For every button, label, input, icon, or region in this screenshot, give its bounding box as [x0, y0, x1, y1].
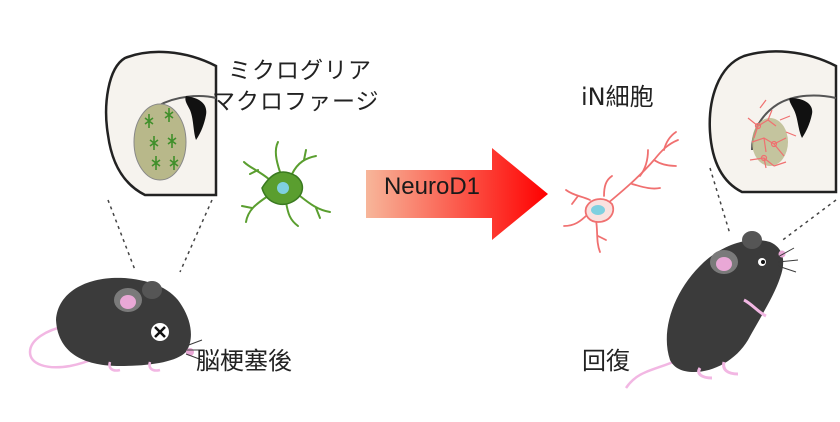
- label-after-infarct: 脳梗塞後: [196, 347, 292, 375]
- brain-section-left: [104, 50, 218, 273]
- mouse-right-body: [666, 240, 784, 372]
- mouse-right-foot: [697, 361, 739, 380]
- mouse-left-paw: [108, 361, 161, 372]
- microglia-cell: [241, 141, 331, 227]
- in-neuron-nucleus: [591, 205, 605, 215]
- zoom-line-left-2: [179, 199, 213, 273]
- microglia-nucleus: [277, 182, 289, 194]
- arrow-label-neurod1: NeuroD1: [383, 173, 481, 200]
- neurod1-arrow: [366, 148, 548, 240]
- mouse-right-eye-pupil: [761, 260, 765, 264]
- mouse-right-ear-back: [742, 231, 762, 249]
- mouse-right-arm: [743, 298, 767, 318]
- infarct-area-left: [133, 103, 187, 181]
- label-macrophage: マクロファージ: [212, 89, 380, 115]
- label-recovery: 回復: [582, 347, 630, 375]
- zoom-line-left-1: [107, 199, 136, 271]
- zoom-line-right-1: [709, 167, 731, 235]
- ventricle-left: [185, 96, 207, 140]
- brain-section-right: [708, 50, 838, 243]
- neuron-cluster-right: [747, 99, 797, 169]
- infarct-mark-icon: [151, 323, 169, 341]
- mouse-right-ear-inner: [716, 257, 732, 271]
- ventricle-right: [789, 98, 813, 138]
- mouse-left-ear-back: [142, 281, 162, 299]
- mouse-left-body: [56, 277, 191, 366]
- mouse-recovery: [624, 231, 799, 389]
- mouse-right-whiskers: [775, 247, 799, 273]
- in-neuron-cell: [563, 131, 679, 253]
- label-microglia: ミクログリア: [228, 58, 372, 84]
- mouse-after-infarct: [28, 277, 204, 372]
- microglia-cluster-left: [144, 108, 179, 170]
- label-in-cells: iN細胞: [581, 83, 654, 111]
- zoom-line-right-2: [779, 199, 837, 243]
- mouse-left-whiskers: [185, 339, 204, 361]
- mouse-left-ear-inner: [120, 295, 136, 309]
